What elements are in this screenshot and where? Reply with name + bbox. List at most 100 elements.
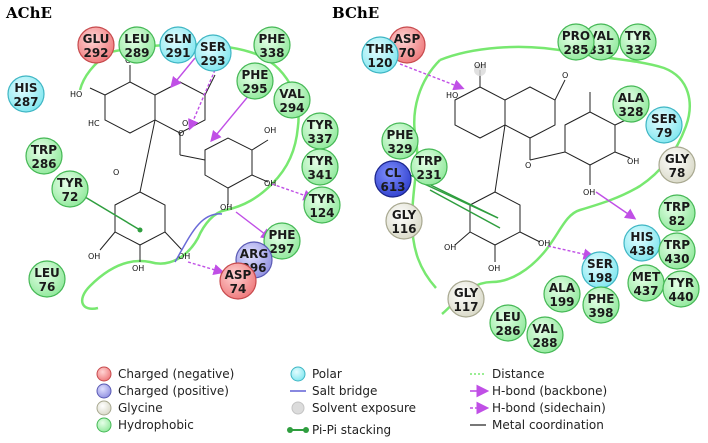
legend-label: Polar bbox=[312, 367, 342, 381]
legend-swatch bbox=[290, 366, 306, 382]
ache-ligand bbox=[89, 65, 269, 262]
pipi-stacking bbox=[419, 181, 499, 219]
hbond-arrow bbox=[187, 261, 225, 276]
residue-name: SER bbox=[651, 112, 677, 126]
atom-label: OH bbox=[583, 188, 595, 197]
residue-bubble bbox=[385, 202, 423, 240]
residue-number: 199 bbox=[549, 295, 574, 309]
legend-swatch bbox=[96, 366, 112, 382]
legend-label: Glycine bbox=[118, 401, 163, 415]
residue-bubble bbox=[658, 194, 696, 232]
atom-label: HC bbox=[88, 119, 100, 128]
residue-name: ALA bbox=[549, 281, 576, 295]
residue-number: 328 bbox=[618, 105, 643, 119]
residue-number: 231 bbox=[416, 168, 441, 182]
hbond-arrow bbox=[399, 63, 465, 91]
salt-bridge bbox=[174, 213, 223, 263]
residue-bubble bbox=[77, 26, 115, 64]
residue-bubble bbox=[159, 26, 197, 64]
residue-name: GLY bbox=[665, 152, 690, 166]
atom-label: OH bbox=[220, 203, 232, 212]
residue-bubble bbox=[662, 270, 700, 308]
residue-number: 293 bbox=[200, 54, 225, 68]
residue-name: TYR bbox=[625, 29, 651, 43]
hbond-arrow bbox=[547, 245, 595, 260]
residue-number: 331 bbox=[588, 43, 613, 57]
legend-item: Pi-Pi stacking bbox=[287, 423, 391, 437]
residue-number: 297 bbox=[269, 242, 294, 256]
residue-bubble bbox=[194, 34, 232, 72]
residue-number: 329 bbox=[387, 142, 412, 156]
residue-number: 79 bbox=[656, 126, 673, 140]
residue-name: SER bbox=[200, 40, 226, 54]
residue-name: PHE bbox=[241, 68, 268, 82]
atom-label: O bbox=[562, 71, 568, 80]
residue-name: TRP bbox=[416, 154, 442, 168]
residue-number: 285 bbox=[563, 43, 588, 57]
legend-swatch bbox=[291, 401, 305, 415]
atom-label: OH bbox=[88, 252, 100, 261]
residue-name: TRP bbox=[664, 200, 690, 214]
residue-name: TYR bbox=[309, 192, 335, 206]
residue-number: 78 bbox=[669, 166, 686, 180]
bche-ligand bbox=[454, 70, 631, 262]
legend-item: H-bond (sidechain) bbox=[470, 401, 606, 415]
legend-item: Charged (negative) bbox=[96, 366, 234, 382]
residue-bubble bbox=[645, 106, 683, 144]
legend-swatch bbox=[96, 383, 112, 399]
residue-bubble bbox=[658, 146, 696, 184]
residue-name: HIS bbox=[14, 81, 37, 95]
residue-name: SER bbox=[587, 257, 613, 271]
residue-number: 294 bbox=[279, 101, 304, 115]
residue-bubble bbox=[303, 186, 341, 224]
residue-bubble bbox=[619, 23, 657, 61]
residue-name: TYR bbox=[307, 118, 333, 132]
residue-number: 198 bbox=[587, 271, 612, 285]
residue-name: MET bbox=[632, 270, 661, 284]
legend-item: Glycine bbox=[96, 400, 163, 416]
residue-name: PHE bbox=[268, 228, 295, 242]
residue-bubble bbox=[526, 316, 564, 354]
residue-number: 76 bbox=[39, 280, 56, 294]
legend-label: Metal coordination bbox=[492, 418, 604, 432]
atom-label: O bbox=[182, 119, 188, 128]
residue-number: 117 bbox=[453, 300, 478, 314]
residue-number: 337 bbox=[307, 132, 332, 146]
residue-name: GLY bbox=[454, 286, 479, 300]
legend-label: Pi-Pi stacking bbox=[312, 423, 391, 437]
residue-number: 286 bbox=[31, 157, 56, 171]
atom-label: OH bbox=[474, 61, 486, 70]
residue-bubble bbox=[658, 232, 696, 270]
atom-label: O bbox=[113, 168, 119, 177]
residue-name: LEU bbox=[124, 32, 150, 46]
panel-title-bche: BChE bbox=[332, 4, 379, 22]
residue-name: LEU bbox=[495, 310, 521, 324]
atom-label: OH bbox=[627, 157, 639, 166]
residue-name: TYR bbox=[307, 154, 333, 168]
legend-swatch bbox=[96, 417, 112, 433]
residue-name: PHE bbox=[587, 292, 614, 306]
residue-bubble bbox=[447, 280, 485, 318]
residue-number: 398 bbox=[588, 306, 613, 320]
residue-name: ASP bbox=[394, 32, 421, 46]
legend-swatch bbox=[96, 400, 112, 416]
residue-bubble bbox=[51, 170, 89, 208]
residue-name: GLU bbox=[83, 32, 110, 46]
